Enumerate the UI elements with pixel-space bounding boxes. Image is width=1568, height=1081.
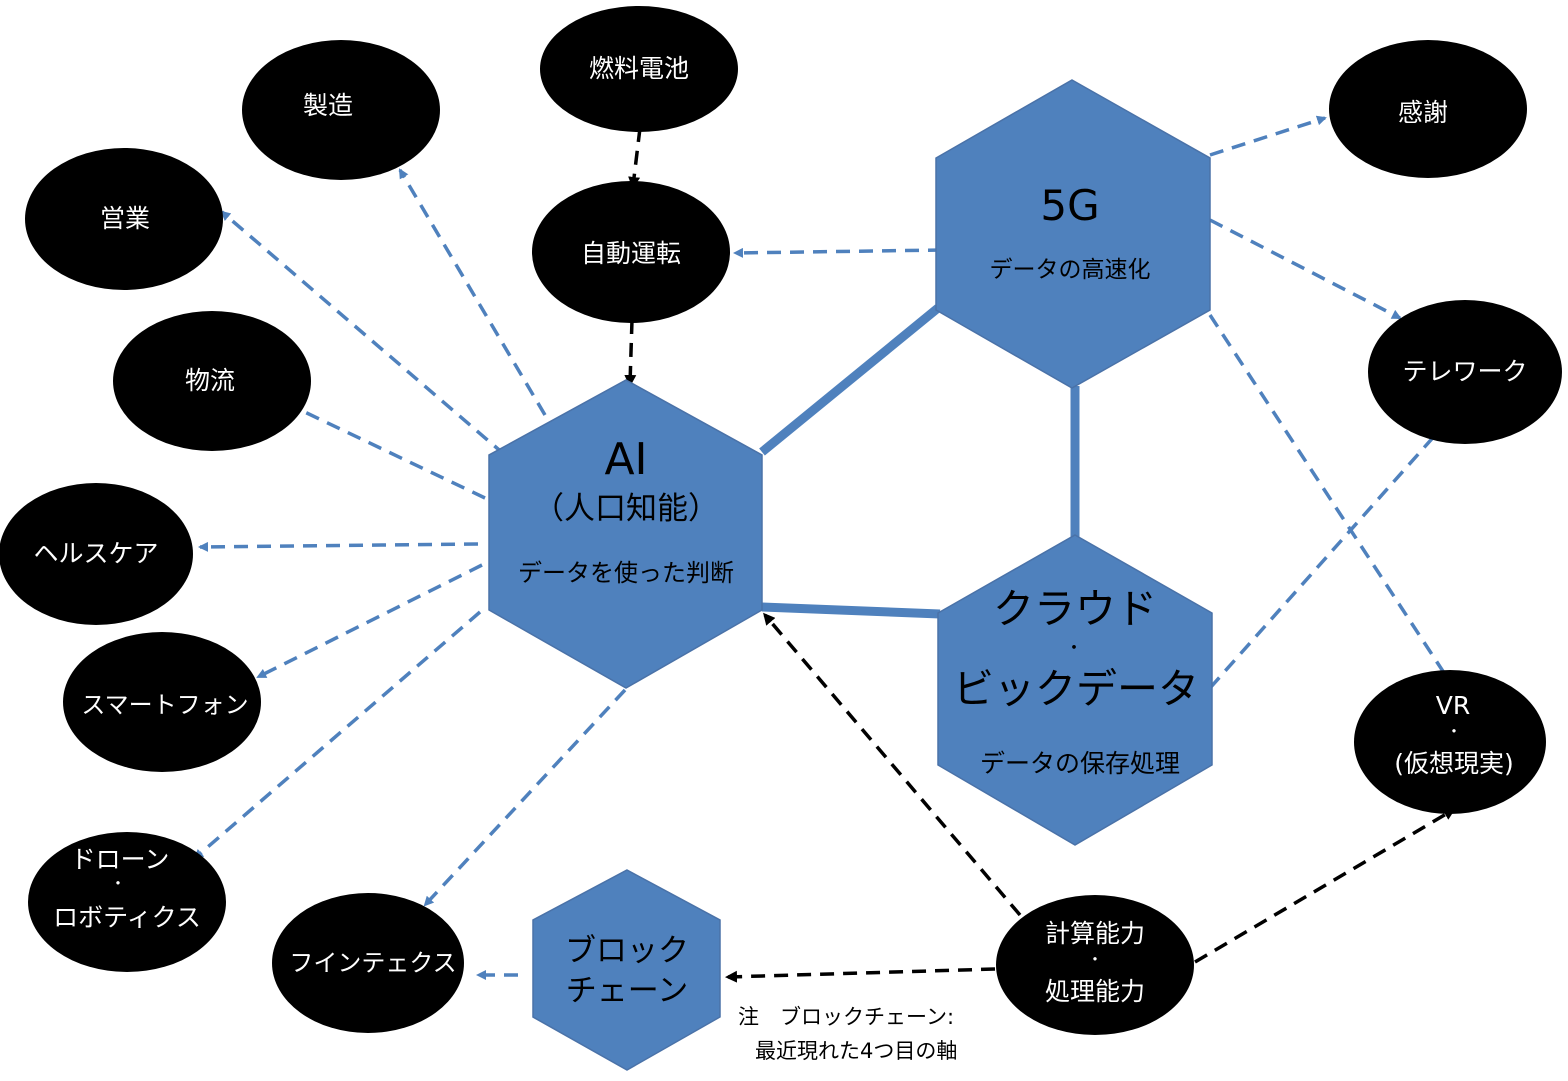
arrow-ai-fintech [423,688,627,907]
autonomous-label: 自動運転 [580,239,681,268]
arrow-fuelcell-autonomous [628,127,642,189]
oval-gratitude[interactable] [1329,40,1527,178]
ai-subtitle: （人口知能） [533,491,719,527]
arrow-ai-drone [193,610,482,860]
fuel-cell-label: 燃料電池 [588,54,689,83]
note-line-1: 注 ブロックチェーン: [738,1005,955,1029]
hexagon-cloud[interactable] [937,534,1213,846]
arrow-5g-gratitude [1209,115,1327,157]
vr-label-2: ・ [1445,722,1462,741]
cloud-title-2: ビックデータ [953,665,1199,713]
fintech-label: フインテェクス [289,949,457,977]
arrow-5g-vr [1208,314,1452,684]
logistics-label: 物流 [184,366,235,395]
cloud-title: クラウド [993,585,1157,633]
connector-ai-cloud [761,602,941,619]
oval-fintech[interactable] [272,893,464,1033]
ai-title: AI [604,434,648,485]
manufacturing-label: 製造 [302,91,353,120]
arrow-5g-autonomous [733,247,943,258]
arrow-autonomous-ai [624,319,637,387]
arrow-compute-vr [1194,808,1456,964]
oval-healthcare[interactable] [0,483,193,625]
vr-label-3: (仮想現実) [1394,749,1514,778]
connector-ai-5g [759,304,941,456]
telework-label: テレワーク [1402,357,1528,386]
oval-sales[interactable] [25,148,223,290]
solid-connectors [759,304,1080,619]
drone-label-1: ドローン [70,845,170,874]
arrow-ai-logistics [288,403,486,500]
5g-description: データの高速化 [989,257,1151,283]
drone-label-2: ・ [109,874,126,893]
arrow-5g-telework [1209,218,1402,320]
arrow-ai-manufacturing [398,168,547,416]
drone-label-3: ロボティクス [53,903,201,932]
compute-label-2: ・ [1086,950,1103,969]
compute-label-3: 処理能力 [1044,977,1145,1006]
arrow-cloud-telework [1208,403,1464,690]
oval-drone[interactable] [28,832,226,972]
arrow-compute-ai [763,612,1022,917]
cloud-description: データの保存処理 [979,749,1180,778]
black-dashed-arrows [624,127,1456,983]
arrow-ai-smartphone [256,563,483,679]
blockchain-line-1: ブロック [565,933,689,969]
arrow-ai-sales [220,210,507,457]
oval-fuel-cell[interactable] [540,6,738,132]
ai-description: データを使った判断 [518,559,734,587]
smartphone-label: スマートフォン [81,691,249,719]
oval-compute[interactable] [996,895,1194,1035]
gratitude-label: 感謝 [1397,98,1448,127]
blue-dashed-arrows [193,115,1464,980]
compute-label-1: 計算能力 [1044,919,1145,948]
note-line-2: 最近現れた4つ目の軸 [755,1039,958,1063]
vr-label-1: VR [1435,691,1471,720]
sales-label: 営業 [99,204,150,233]
oval-autonomous[interactable] [532,181,730,323]
oval-smartphone[interactable] [63,632,261,772]
oval-manufacturing[interactable] [242,40,440,180]
arrow-ai-healthcare [198,541,479,552]
hexagon-5g[interactable] [935,79,1211,389]
arrow-compute-blockchain [725,967,996,983]
oval-vr[interactable] [1354,670,1546,814]
hexagon-ai[interactable] [488,379,763,689]
hexagon-blockchain[interactable] [532,869,721,1071]
blockchain-line-2: チェーン [565,973,689,1009]
oval-telework[interactable] [1368,300,1562,444]
5g-title: 5G [1040,181,1100,230]
oval-logistics[interactable] [113,311,311,451]
cloud-dot: ・ [1065,638,1083,659]
healthcare-label: ヘルスケア [33,539,159,568]
